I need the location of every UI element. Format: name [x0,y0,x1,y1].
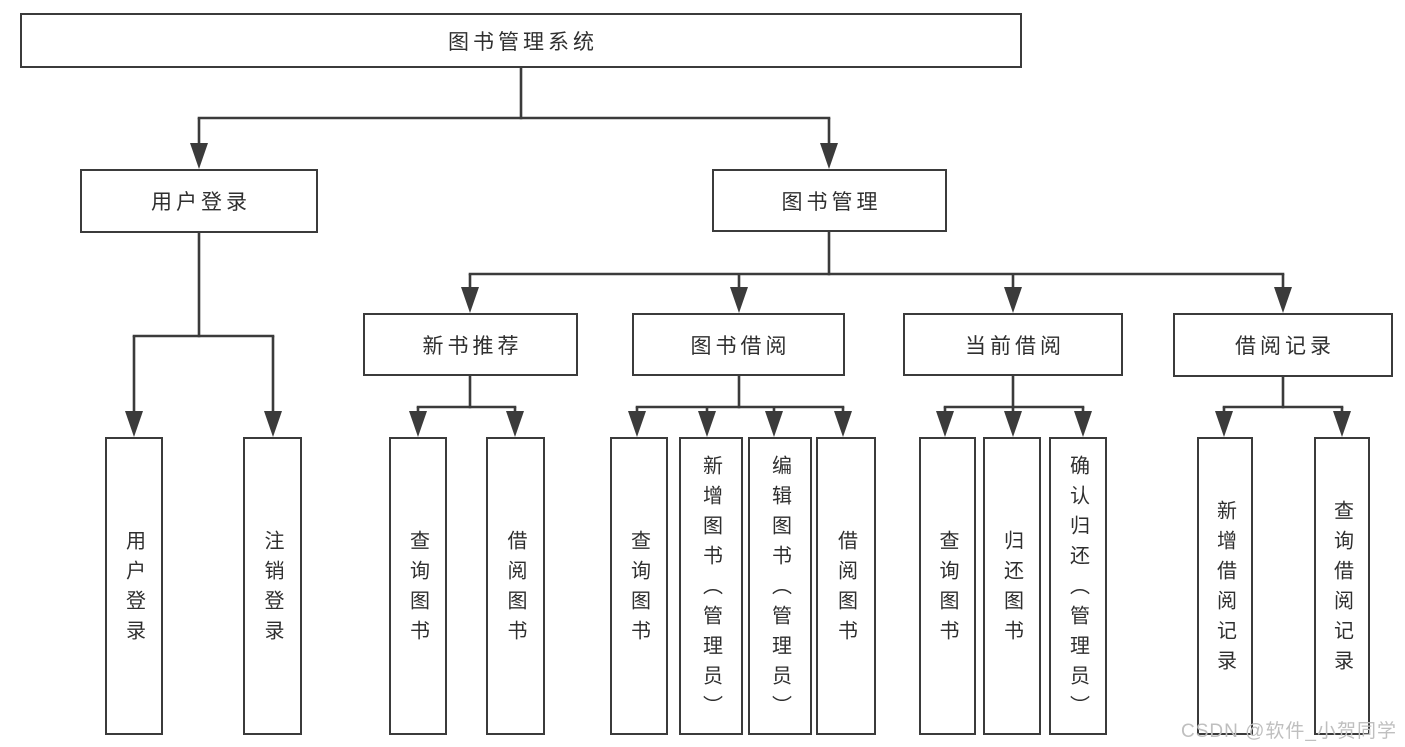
leaf-label: 编辑图书（管理员） [768,455,791,725]
leaf-label: 确认归还（管理员） [1066,455,1089,725]
leaf-add-borrow-record: 新增借阅记录 [1197,437,1253,735]
leaf-add-books-admin: 新增图书（管理员） [679,437,743,735]
leaf-return-books: 归还图书 [983,437,1041,735]
leaf-label: 查询图书 [936,530,958,650]
leaf-label: 借阅图书 [834,530,857,650]
leaf-logout: 注销登录 [243,437,302,735]
leaf-label: 查询图书 [627,530,650,650]
leaf-confirm-return-admin: 确认归还（管理员） [1049,437,1107,735]
leaf-label: 新增借阅记录 [1213,500,1236,680]
leaf-borrow-books-recommend: 借阅图书 [486,437,545,735]
node-label: 用户登录 [151,191,251,214]
leaf-label: 新增图书（管理员） [699,455,722,725]
node-user-login: 用户登录 [80,169,318,233]
node-label: 图书管理系统 [448,30,598,54]
leaf-label: 用户登录 [122,530,145,650]
leaf-label: 查询借阅记录 [1330,500,1353,680]
node-label: 新书推荐 [422,334,523,358]
leaf-query-borrow-record: 查询借阅记录 [1314,437,1370,735]
leaf-query-books-current: 查询图书 [919,437,976,735]
node-borrowing-records: 借阅记录 [1173,313,1393,377]
node-label: 借阅记录 [1235,335,1335,358]
leaf-label: 归还图书 [1000,530,1023,650]
node-book-borrowing: 图书借阅 [632,313,845,376]
node-library-management-system: 图书管理系统 [20,13,1022,68]
leaf-user-login: 用户登录 [105,437,163,735]
node-label: 图书借阅 [690,334,791,358]
node-label: 当前借阅 [965,334,1065,358]
watermark: CSDN @软件_小贺同学 [1181,721,1397,742]
node-current-borrowing: 当前借阅 [903,313,1123,376]
node-label: 图书管理 [781,190,882,214]
leaf-label: 注销登录 [261,530,283,650]
leaf-query-books-recommend: 查询图书 [389,437,447,735]
leaf-query-books-borrow: 查询图书 [610,437,668,735]
leaf-label: 查询图书 [406,530,429,650]
leaf-label: 借阅图书 [504,530,526,650]
node-book-management: 图书管理 [712,169,947,232]
node-new-book-recommendation: 新书推荐 [363,313,578,376]
leaf-edit-books-admin: 编辑图书（管理员） [748,437,812,735]
leaf-borrow-books: 借阅图书 [816,437,876,735]
